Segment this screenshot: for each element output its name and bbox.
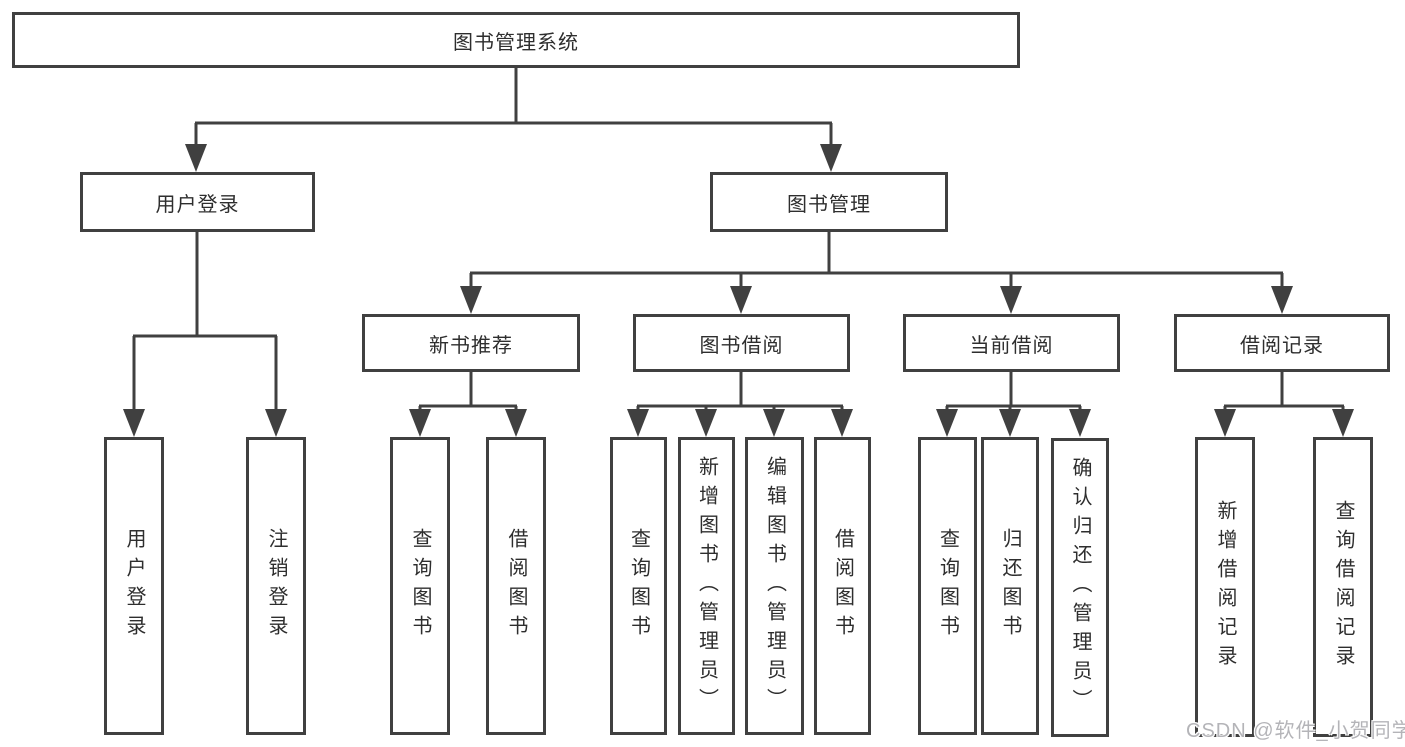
arrow-down xyxy=(1271,286,1293,314)
arrow-down xyxy=(763,409,785,437)
leaf-cb-return-books: 归还图书 xyxy=(981,437,1039,735)
arrow-down xyxy=(505,409,527,437)
leaf-user-login: 用户登录 xyxy=(104,437,164,735)
node-new-book-recommend: 新书推荐 xyxy=(362,314,580,372)
arrow-down xyxy=(409,409,431,437)
arrow-down xyxy=(820,144,842,172)
node-book-management: 图书管理 xyxy=(710,172,948,232)
leaf-bb-edit-books-admin: 编辑图书（管理员） xyxy=(745,437,804,735)
connector-currentborrow-to-leaves xyxy=(945,372,1082,412)
arrow-down xyxy=(1214,409,1236,437)
leaf-br-query-record: 查询借阅记录 xyxy=(1313,437,1373,737)
node-borrow-record: 借阅记录 xyxy=(1174,314,1390,372)
arrow-down xyxy=(831,409,853,437)
arrow-down xyxy=(936,409,958,437)
arrowheads xyxy=(123,144,1354,437)
arrow-down xyxy=(730,286,752,314)
leaf-bb-query-books: 查询图书 xyxy=(610,437,667,735)
connector-userlogin-to-leaves xyxy=(132,232,278,412)
leaf-cb-confirm-return-admin: 确认归还（管理员） xyxy=(1051,438,1109,737)
node-book-borrow: 图书借阅 xyxy=(633,314,850,372)
arrow-down xyxy=(999,409,1021,437)
connector-newbookrec-to-leaves xyxy=(418,372,518,412)
leaf-bb-add-books-admin: 新增图书（管理员） xyxy=(678,437,735,735)
arrow-down xyxy=(1000,286,1022,314)
arrow-down xyxy=(460,286,482,314)
arrow-down xyxy=(265,409,287,437)
leaf-cb-query-books: 查询图书 xyxy=(918,437,977,735)
connector-root-to-level2 xyxy=(194,68,833,147)
arrow-down xyxy=(1069,409,1091,437)
leaf-rec-borrow-books: 借阅图书 xyxy=(486,437,546,735)
connector-bookmgmt-to-level3 xyxy=(469,232,1284,289)
node-user-login: 用户登录 xyxy=(80,172,315,232)
arrow-down xyxy=(695,409,717,437)
connector-borrowrecord-to-leaves xyxy=(1223,372,1345,412)
leaf-br-add-record: 新增借阅记录 xyxy=(1195,437,1255,737)
leaf-logout: 注销登录 xyxy=(246,437,306,735)
leaf-bb-borrow-books: 借阅图书 xyxy=(814,437,871,735)
csdn-watermark: CSDN @软件_小贺同学 xyxy=(1186,720,1405,742)
leaf-rec-query-books: 查询图书 xyxy=(390,437,450,735)
arrow-down xyxy=(1332,409,1354,437)
arrow-down xyxy=(185,144,207,172)
connector-bookborrow-to-leaves xyxy=(636,372,844,412)
node-current-borrow: 当前借阅 xyxy=(903,314,1120,372)
node-root-system: 图书管理系统 xyxy=(12,12,1020,68)
arrow-down xyxy=(627,409,649,437)
arrow-down xyxy=(123,409,145,437)
